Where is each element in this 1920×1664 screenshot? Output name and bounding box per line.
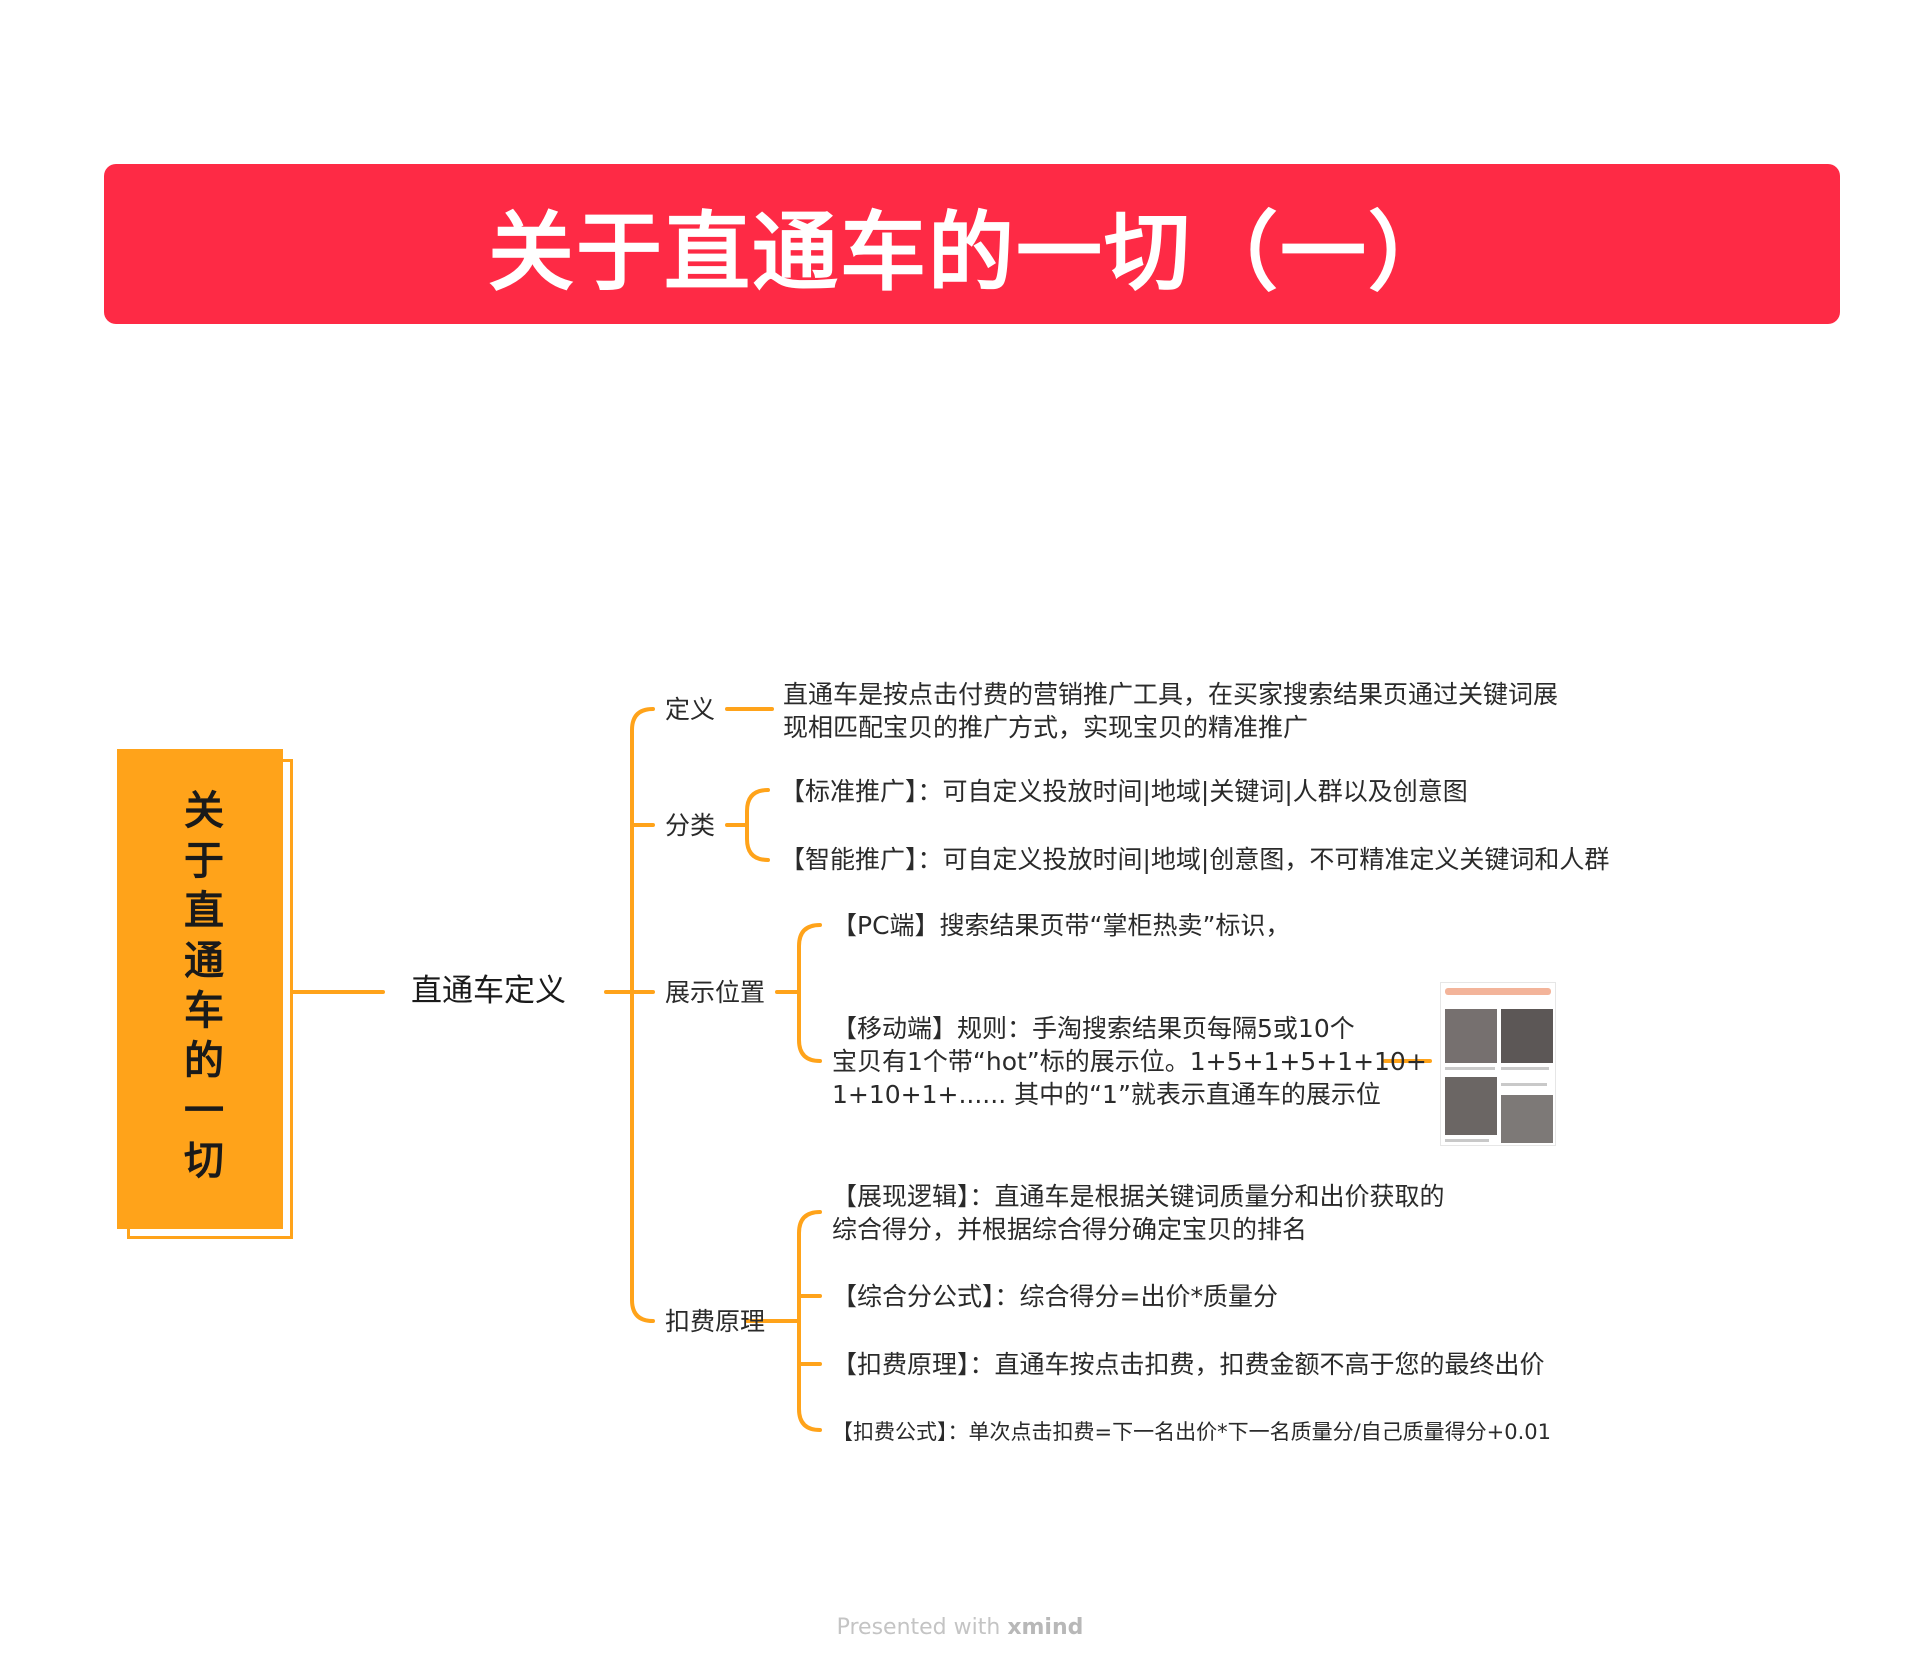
title-banner: 关于直通车的一切（一） [104, 164, 1840, 324]
root-node-text: 关于直通车的一切 [177, 789, 223, 1189]
billing-display-logic[interactable]: 【展现逻辑】：直通车是根据关键词质量分和出价获取的 综合得分，并根据综合得分确定… [832, 1180, 1445, 1246]
definition-line: 直通车是按点击付费的营销推广工具，在买家搜索结果页通过关键词展 [783, 680, 1559, 709]
branch-category[interactable]: 分类 [665, 811, 716, 840]
root-node[interactable]: 关于直通车的一切 [117, 749, 283, 1229]
category-smart[interactable]: 【智能推广】：可自定义投放时间|地域|创意图，不可精准定义关键词和人群 [780, 845, 1610, 874]
main-topic[interactable]: 直通车定义 [411, 973, 566, 1009]
page-title: 关于直通车的一切（一） [488, 202, 1456, 303]
definition-line: 现相匹配宝贝的推广方式，实现宝贝的精准推广 [783, 713, 1309, 742]
position-bracket [797, 923, 822, 1063]
billing-display-logic-line: 【展现逻辑】：直通车是根据关键词质量分和出价获取的 [832, 1182, 1445, 1211]
xmind-logo: xmind [1007, 1615, 1084, 1640]
position-mobile[interactable]: 【移动端】规则：手淘搜索结果页每隔5或10个 宝贝有1个带“hot”标的展示位。… [832, 1012, 1427, 1111]
mobile-search-screenshot-image [1440, 982, 1556, 1146]
billing-bracket [797, 1210, 822, 1432]
position-mobile-line: 【移动端】规则：手淘搜索结果页每隔5或10个 [832, 1014, 1355, 1043]
billing-formula[interactable]: 【扣费公式】：单次点击扣费=下一名出价*下一名质量分/自己质量得分+0.01 [832, 1420, 1552, 1444]
category-bracket [745, 788, 770, 862]
billing-principle[interactable]: 【扣费原理】：直通车按点击扣费，扣费金额不高于您的最终出价 [832, 1350, 1545, 1379]
category-standard[interactable]: 【标准推广】：可自定义投放时间|地域|关键词|人群以及创意图 [780, 777, 1468, 806]
main-bracket [630, 707, 655, 1323]
branch-billing[interactable]: 扣费原理 [665, 1307, 766, 1336]
branch-definition[interactable]: 定义 [665, 695, 716, 724]
billing-display-logic-line: 综合得分，并根据综合得分确定宝贝的排名 [832, 1215, 1308, 1244]
position-mobile-line: 宝贝有1个带“hot”标的展示位。1+5+1+5+1+10+ [832, 1047, 1427, 1076]
branch-position[interactable]: 展示位置 [665, 978, 766, 1007]
footer-credit: Presented with xmind [0, 1615, 1920, 1640]
billing-score-formula[interactable]: 【综合分公式】：综合得分=出价*质量分 [832, 1282, 1278, 1311]
definition-content[interactable]: 直通车是按点击付费的营销推广工具，在买家搜索结果页通过关键词展 现相匹配宝贝的推… [783, 678, 1558, 744]
footer-prefix: Presented with [836, 1615, 1008, 1640]
position-pc[interactable]: 【PC端】搜索结果页带“掌柜热卖”标识， [832, 911, 1291, 940]
position-mobile-line: 1+10+1+...... 其中的“1”就表示直通车的展示位 [832, 1080, 1381, 1109]
